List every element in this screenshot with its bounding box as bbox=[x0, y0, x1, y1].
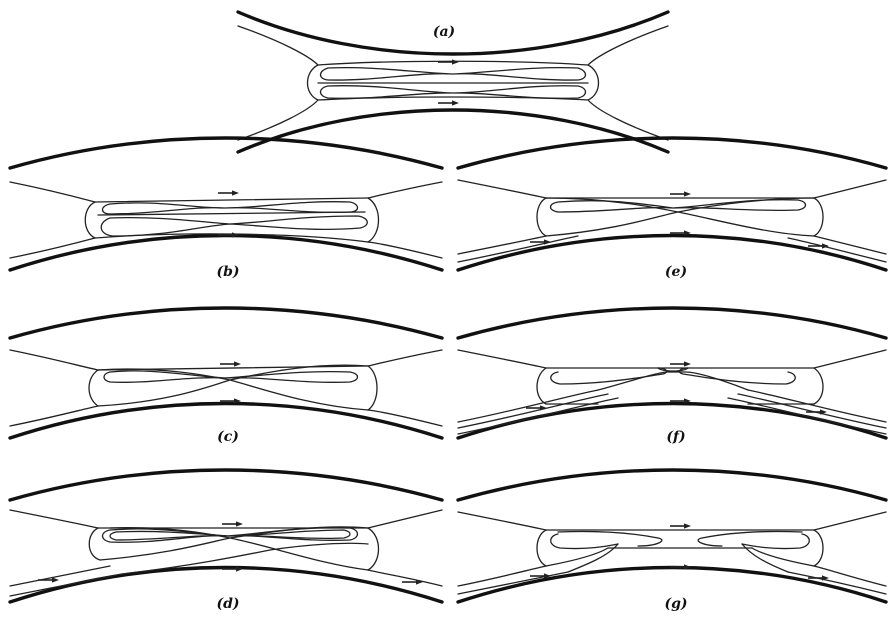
label-g: (g) bbox=[664, 596, 687, 612]
panel-f bbox=[458, 308, 886, 438]
panel-e bbox=[458, 138, 886, 270]
label-b: (b) bbox=[216, 264, 239, 280]
panel-b bbox=[10, 138, 442, 270]
panel-c bbox=[10, 308, 442, 438]
panel-d bbox=[10, 470, 442, 602]
label-c: (c) bbox=[217, 429, 239, 445]
label-a: (a) bbox=[433, 24, 455, 40]
label-d: (d) bbox=[216, 596, 239, 612]
label-e: (e) bbox=[665, 264, 687, 280]
label-f: (f) bbox=[666, 429, 685, 445]
panel-g bbox=[458, 470, 886, 602]
